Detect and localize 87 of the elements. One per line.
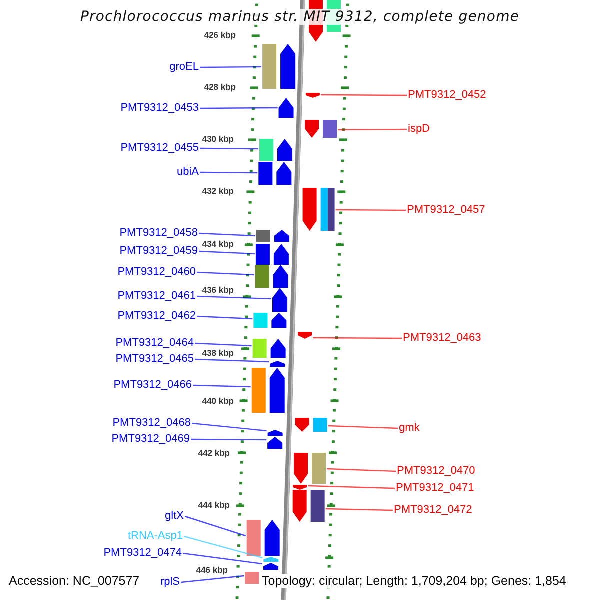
gene-label: PMT9312_0464	[116, 337, 194, 350]
leader-line	[192, 384, 251, 388]
tick-label: 426 kbp	[204, 30, 236, 40]
info-text: Topology: circular; Length: 1,709,204 bp; Genes: 1,854	[262, 574, 566, 588]
gene-label: rplS	[160, 576, 180, 589]
gene-label: PMT9312_0455	[120, 142, 199, 155]
leader-line	[191, 438, 267, 441]
gene-label: PMT9312_0457	[407, 204, 486, 217]
gene-label: PMT9312_0458	[120, 227, 198, 240]
tick-label: 432 kbp	[202, 186, 234, 196]
leader-line	[200, 172, 258, 174]
leader-line	[194, 358, 270, 363]
gene-feature	[258, 162, 292, 185]
gene-label: ubiA	[176, 166, 199, 179]
leader-line	[196, 296, 272, 300]
leader-line	[180, 575, 244, 584]
gene-feature	[252, 339, 286, 358]
gene-feature	[245, 572, 260, 584]
leader-line	[336, 209, 406, 212]
gene-feature	[255, 265, 288, 288]
gene-feature	[263, 563, 278, 570]
leader-line	[328, 425, 398, 430]
leader-line	[194, 342, 252, 347]
gene-feature	[256, 230, 290, 242]
gene-label: PMT9312_0472	[394, 504, 472, 517]
gene-label: gltX	[165, 510, 184, 523]
tick-label: 430 kbp	[202, 134, 234, 144]
tick-label: 438 kbp	[202, 348, 234, 358]
leader-line	[182, 552, 262, 565]
gene-label: PMT9312_0471	[396, 482, 474, 495]
leader-line	[327, 468, 396, 472]
leader-line	[200, 107, 278, 110]
gene-feature	[295, 418, 328, 432]
leader-line	[198, 232, 256, 237]
title: Prochlorococcus marinus str. MIT 9312, complete genome	[80, 9, 520, 25]
tick-label: 442 kbp	[198, 448, 230, 458]
gene-label: PMT9312_0453	[120, 102, 199, 115]
gene-feature	[298, 332, 312, 339]
gene-label: PMT9312_0463	[403, 332, 482, 345]
gene-feature	[252, 368, 285, 413]
leader-line	[184, 516, 246, 537]
gene-feature	[262, 44, 296, 89]
leader-line	[192, 422, 267, 432]
gene-label: gmk	[399, 422, 420, 435]
leader-line	[308, 485, 396, 490]
gene-label: tRNA-Asp1	[128, 530, 183, 543]
leader-line	[200, 148, 258, 150]
leader-line	[184, 536, 263, 559]
leader-line	[313, 337, 402, 340]
gene-feature	[294, 453, 326, 484]
gene-label: PMT9312_0452	[408, 89, 486, 102]
tick-label: 428 kbp	[204, 82, 236, 92]
leader-line	[198, 250, 255, 255]
gene-label: PMT9312_0468	[112, 417, 191, 430]
leader-line	[200, 66, 262, 68]
gene-label: PMT9312_0465	[116, 353, 194, 366]
tick-label: 434 kbp	[202, 239, 234, 249]
gene-label: ispD	[408, 123, 430, 136]
gene-feature	[302, 188, 335, 231]
leader-line	[196, 272, 254, 276]
gene-label: PMT9312_0461	[118, 290, 196, 303]
gene-label: PMT9312_0474	[104, 547, 182, 560]
gene-label: PMT9312_0470	[397, 465, 476, 478]
leader-line	[338, 128, 407, 131]
gene-feature	[292, 490, 325, 522]
gene-feature	[272, 288, 288, 312]
leader-line	[320, 94, 407, 96]
gene-feature	[306, 93, 320, 98]
tick-label: 446 kbp	[196, 565, 228, 575]
gene-feature	[259, 139, 292, 161]
gene-feature	[256, 244, 289, 265]
gene-label: groEL	[170, 61, 199, 74]
gene-label: PMT9312_0460	[118, 266, 196, 279]
leader-line	[326, 508, 394, 512]
tick-label: 436 kbp	[202, 285, 234, 295]
gene-label: PMT9312_0459	[120, 245, 198, 258]
gene-feature	[254, 313, 287, 328]
leader-line	[196, 316, 253, 320]
tick-label: 440 kbp	[202, 396, 234, 406]
tick-label: 444 kbp	[198, 500, 230, 510]
gene-label: PMT9312_0469	[112, 433, 190, 446]
gene-label: PMT9312_0466	[114, 379, 192, 392]
gene-feature	[305, 120, 338, 138]
gene-feature	[278, 98, 294, 118]
gene-feature	[246, 520, 280, 556]
info-text: Accession: NC_007577	[9, 574, 140, 588]
gene-label: PMT9312_0462	[118, 310, 196, 323]
